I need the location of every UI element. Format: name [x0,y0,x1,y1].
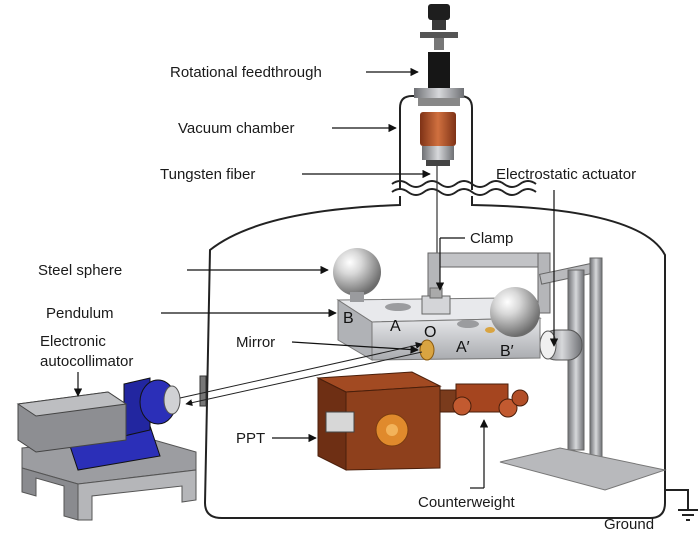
fiber-head [420,112,456,166]
rotational-feedthrough [414,4,464,106]
point-o: O [424,324,436,341]
label-tungsten-fiber: Tungsten fiber [160,166,255,183]
light-beams [179,341,423,407]
ppt-block [316,371,469,471]
steel-sphere-right [490,287,540,337]
point-b: B [343,310,354,327]
electronic-autocollimator [16,375,207,521]
label-ground: Ground [604,516,654,533]
label-vacuum-chamber: Vacuum chamber [178,120,294,137]
label-pendulum: Pendulum [46,305,114,322]
label-counterweight: Counterweight [418,494,516,511]
ground-icon [665,489,698,521]
stand-base [499,447,667,491]
label-steel-sphere: Steel sphere [38,262,122,279]
actuator-frame [427,252,603,459]
label-ppt: PPT [236,430,265,447]
label-rotational-feedthrough: Rotational feedthrough [170,64,322,81]
label-electronic-line2: autocollimator [40,353,133,370]
steel-sphere-left [333,248,381,296]
label-electronic-line1: Electronic [40,333,106,350]
point-a-prime: A′ [456,339,470,356]
label-mirror: Mirror [236,334,275,351]
leader-lines [73,67,559,489]
point-a: A [390,318,401,335]
label-electrostatic-actuator: Electrostatic actuator [496,166,636,183]
counterweight [452,383,529,418]
electrostatic-actuator [539,329,583,361]
label-clamp: Clamp [470,230,513,247]
clamp [421,287,451,315]
mirror-icon [419,339,435,361]
point-b-prime: B′ [500,343,514,360]
